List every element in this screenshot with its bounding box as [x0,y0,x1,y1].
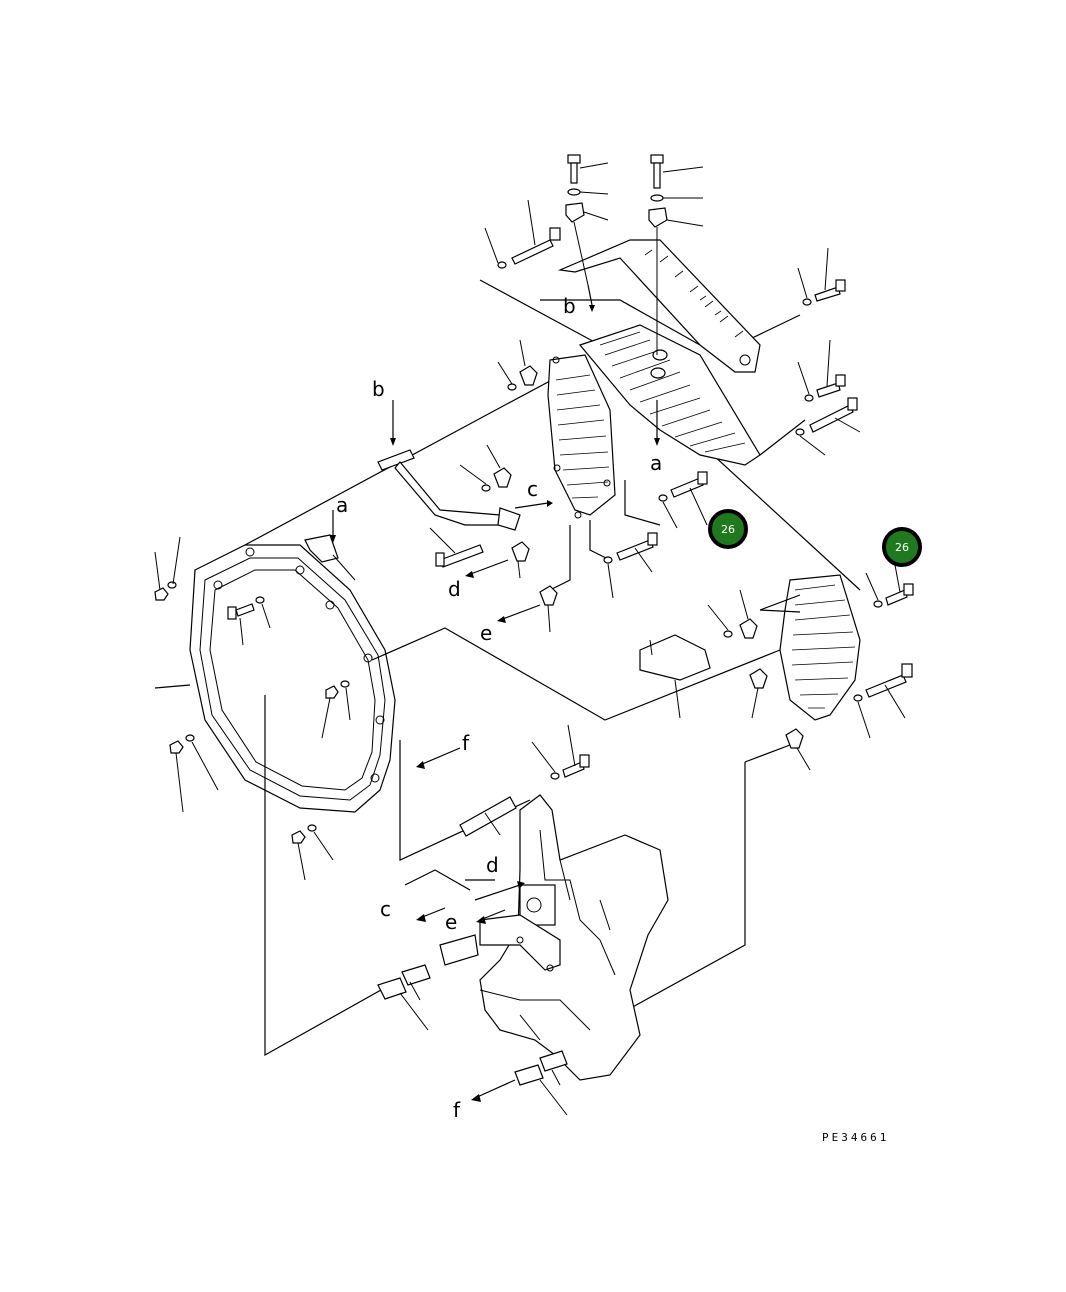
part-badge-1[interactable]: 26 [708,509,748,549]
arrows [330,284,660,1102]
stud [459,796,517,837]
ring-fasteners [154,536,351,881]
label-b-left: b [372,377,385,401]
label-c-lower: c [380,897,391,921]
label-a-center: a [650,451,662,475]
label-d-upper: d [448,577,461,601]
top-bolts [565,154,704,355]
label-f-lower: f [453,1098,461,1122]
label-d-lower: d [486,853,499,877]
bushings [377,964,568,1116]
label-b-top: b [563,294,576,318]
label-e-lower: e [445,910,457,934]
small-bracket [304,534,356,581]
flywheel-housing [154,544,396,813]
transmission-assembly [439,794,669,1081]
middle-plate [547,354,616,519]
label-f-upper: f [462,731,470,755]
part-badge-2-label: 26 [895,541,909,554]
part-badge-2[interactable]: 26 [882,527,922,567]
label-c-upper: c [527,477,538,501]
upper-bracket-plate [557,239,761,466]
label-a-left: a [336,493,348,517]
mount-bracket [639,634,711,719]
figure-code: PE34661 [822,1131,889,1144]
part-badge-1-label: 26 [721,523,735,536]
label-e-upper: e [480,621,492,645]
side-bolts [429,199,914,780]
link-rod [377,449,521,531]
right-plate [759,574,861,721]
reference-letters: b a b a c d e f d c e f [336,294,662,1122]
